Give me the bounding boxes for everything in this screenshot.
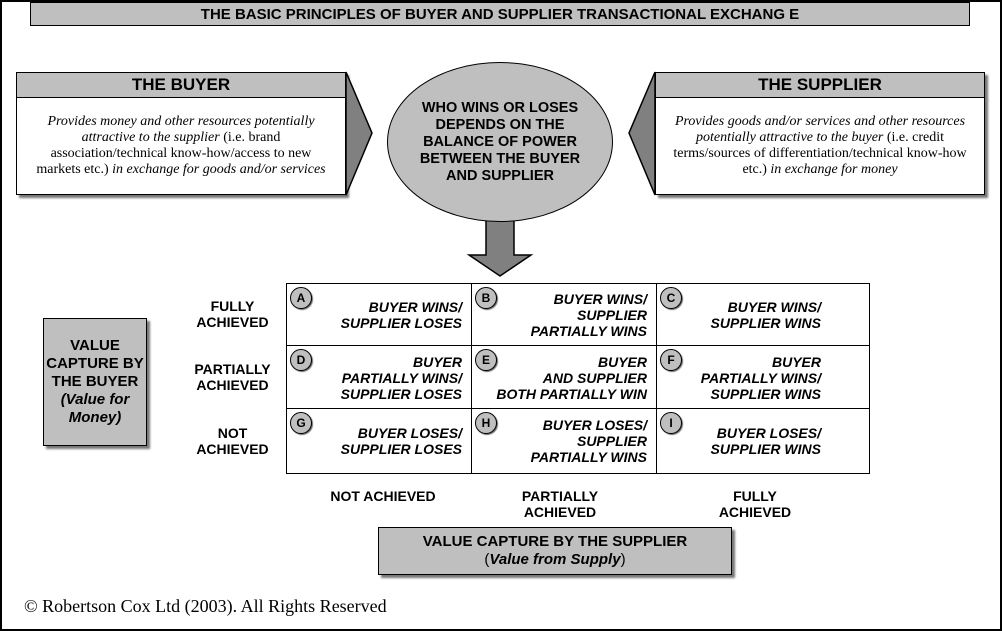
col-label-fully-achieved: FULLY ACHIEVED (718, 488, 792, 520)
cell-a: A BUYER WINS/ SUPPLIER LOSES (286, 283, 473, 347)
cell-e-text: BUYER AND SUPPLIER BOTH PARTIALLY WIN (496, 353, 647, 402)
left-arrow (628, 71, 656, 196)
balance-of-power-ellipse: WHO WINS OR LOSES DEPENDS ON THE BALANCE… (387, 62, 613, 222)
supplier-axis-main: VALUE CAPTURE BY THE SUPPLIER (422, 533, 688, 550)
badge-b: B (475, 287, 497, 309)
cell-f-text: BUYER PARTIALLY WINS/ SUPPLIER WINS (700, 353, 821, 402)
cell-i-text: BUYER LOSES/ SUPPLIER WINS (710, 425, 821, 457)
supplier-desc-plain: (i.e. credit terms/sources of differenti… (673, 130, 967, 177)
cell-g: G BUYER LOSES/ SUPPLIER LOSES (286, 408, 473, 474)
right-arrow (345, 71, 373, 196)
supplier-desc-italic-2: in exchange for money (770, 162, 898, 177)
buyer-desc-italic-1: Provides money and other resources poten… (47, 114, 315, 145)
cell-f: F BUYER PARTIALLY WINS/ SUPPLIER WINS (656, 345, 870, 410)
cell-d: D BUYER PARTIALLY WINS/ SUPPLIER LOSES (286, 345, 473, 410)
supplier-axis-sub: Value from Supply (489, 551, 621, 568)
col-label-partially-achieved: PARTIALLY ACHIEVED (521, 488, 599, 520)
supplier-axis-sub-wrap: (Value from Supply) (484, 551, 625, 569)
col-label-not-achieved: NOT ACHIEVED (330, 488, 436, 504)
cell-b: B BUYER WINS/ SUPPLIER PARTIALLY WINS (471, 283, 658, 347)
buyer-axis-sub: (Value for Money) (60, 391, 130, 426)
badge-h: H (475, 412, 497, 434)
badge-a: A (290, 287, 312, 309)
badge-i: I (660, 412, 682, 434)
cell-a-text: BUYER WINS/ SUPPLIER LOSES (340, 299, 462, 331)
diagram-title: THE BASIC PRINCIPLES OF BUYER AND SUPPLI… (30, 2, 970, 26)
row-label-partially-achieved: PARTIALLY ACHIEVED (194, 361, 271, 393)
badge-d: D (290, 349, 312, 371)
cell-h: H BUYER LOSES/ SUPPLIER PARTIALLY WINS (471, 408, 658, 474)
buyer-description: Provides money and other resources poten… (16, 97, 346, 195)
cell-c: C BUYER WINS/ SUPPLIER WINS (656, 283, 870, 347)
badge-c: C (660, 287, 682, 309)
buyer-desc-plain: (i.e. brand association/technical know-h… (36, 130, 312, 177)
cell-d-text: BUYER PARTIALLY WINS/ SUPPLIER LOSES (340, 353, 462, 402)
cell-g-text: BUYER LOSES/ SUPPLIER LOSES (340, 425, 462, 457)
badge-e: E (475, 349, 497, 371)
cell-i: I BUYER LOSES/ SUPPLIER WINS (656, 408, 870, 474)
buyer-axis-main: VALUE CAPTURE BY THE BUYER (46, 337, 144, 390)
buyer-desc-italic-2: in exchange for goods and/or services (112, 162, 326, 177)
supplier-axis-paren-close: ) (620, 551, 626, 568)
buyer-value-capture-box: VALUE CAPTURE BY THE BUYER (Value for Mo… (43, 318, 147, 446)
copyright-notice: © Robertson Cox Ltd (2003). All Rights R… (24, 596, 387, 616)
row-label-not-achieved: NOT ACHIEVED (196, 425, 269, 457)
cell-b-text: BUYER WINS/ SUPPLIER PARTIALLY WINS (530, 291, 647, 339)
supplier-desc-italic-1: Provides goods and/or services and other… (674, 114, 966, 145)
badge-f: F (660, 349, 682, 371)
supplier-value-capture-box: VALUE CAPTURE BY THE SUPPLIER (Value fro… (378, 527, 732, 575)
down-arrow (466, 219, 534, 277)
badge-g: G (290, 412, 312, 434)
cell-c-text: BUYER WINS/ SUPPLIER WINS (710, 299, 821, 331)
cell-h-text: BUYER LOSES/ SUPPLIER PARTIALLY WINS (530, 417, 647, 465)
outcome-matrix: A BUYER WINS/ SUPPLIER LOSES B BUYER WINS/… (286, 283, 870, 474)
supplier-header: THE SUPPLIER (655, 72, 985, 98)
row-label-fully-achieved: FULLY ACHIEVED (196, 298, 269, 330)
supplier-axis-paren-open: ( (484, 551, 490, 568)
